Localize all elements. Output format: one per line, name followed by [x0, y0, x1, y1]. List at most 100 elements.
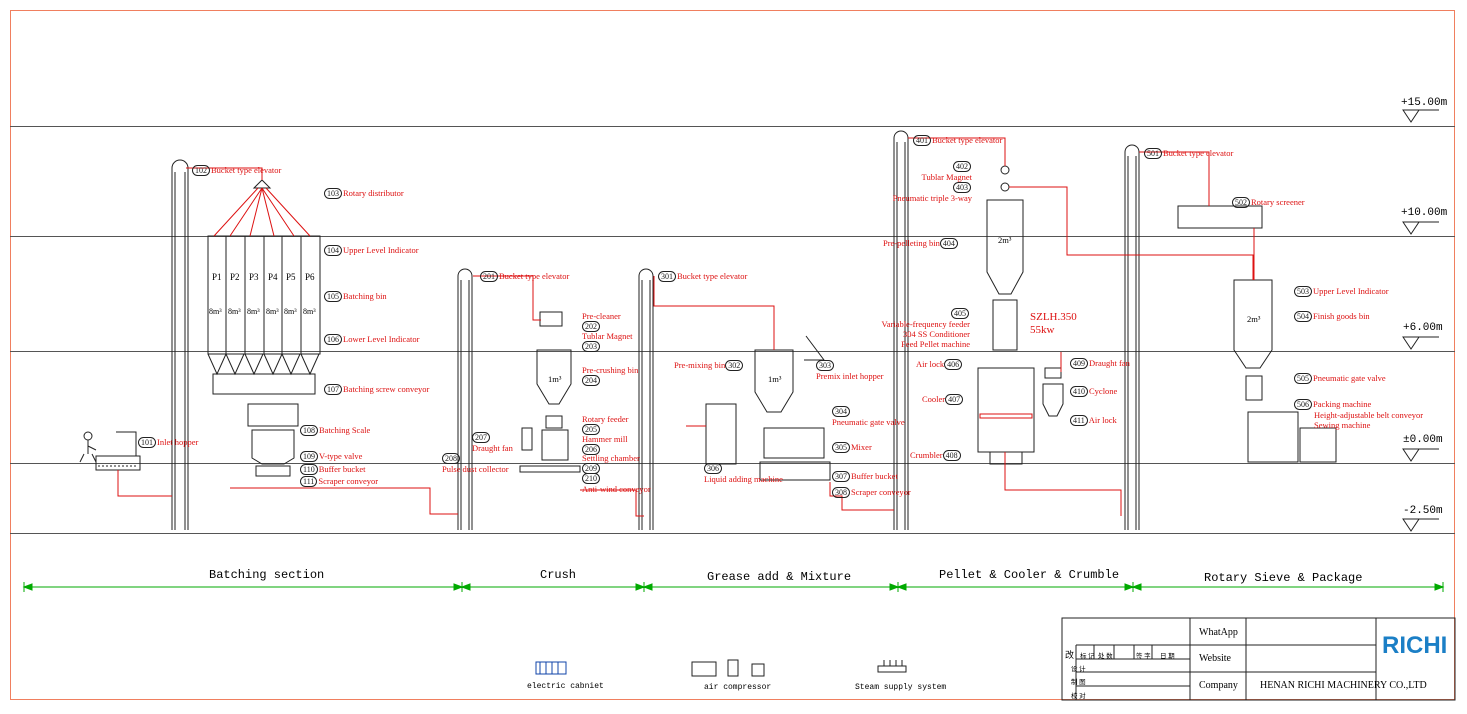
level-label: +10.00m	[1401, 207, 1448, 219]
bin-volume: 8m³	[284, 307, 297, 316]
section-crush: Crush	[540, 568, 577, 582]
level-marker-icon	[1402, 221, 1439, 235]
aux-electric-cabinet: electric cabniet	[527, 682, 604, 691]
bin-label: P6	[305, 272, 315, 282]
richi-logo: RICHI	[1382, 632, 1448, 659]
air-compressor-icon	[691, 659, 765, 677]
level-marker-icon	[1402, 109, 1439, 123]
mix-equipment-icon	[705, 335, 831, 481]
tb-row: 制 图	[1071, 679, 1086, 686]
bin-volume: 2m³	[998, 235, 1012, 245]
pellet-equipment-icon	[977, 165, 1064, 465]
level-line-6	[10, 351, 1455, 352]
section-pellet: Pellet & Cooler & Crumble	[939, 568, 1120, 582]
bin-volume: 1m³	[548, 374, 562, 384]
tb-header: 标 记	[1080, 653, 1095, 660]
bin-volume: 8m³	[209, 307, 222, 316]
level-marker-icon	[1402, 518, 1439, 532]
batching-bins-icon	[207, 235, 321, 477]
tb-rev: 改	[1065, 650, 1075, 660]
bin-volume: 2m³	[1247, 314, 1261, 324]
level-marker-icon	[1402, 448, 1439, 462]
tb-company-value: HENAN RICHI MACHINERY CO.,LTD	[1260, 680, 1427, 691]
aux-air-compressor: air compressor	[704, 683, 772, 692]
drawing-frame	[10, 10, 1455, 700]
level-label: -2.50m	[1403, 505, 1443, 517]
tb-header: 处 数	[1098, 653, 1113, 660]
tb-row: 设 计	[1071, 666, 1086, 673]
bin-label: P5	[286, 272, 296, 282]
level-label: +6.00m	[1403, 322, 1443, 334]
bin-volume: 8m³	[247, 307, 260, 316]
elevator-201-icon	[457, 268, 473, 530]
section-mixture: Grease add & Mixture	[707, 570, 852, 584]
section-dimension-line	[22, 582, 1445, 592]
flow-lines	[117, 137, 1255, 517]
section-package: Rotary Sieve & Package	[1204, 571, 1363, 585]
level-marker-icon	[1402, 336, 1439, 350]
steam-system-icon	[877, 660, 907, 673]
elevator-102-icon	[171, 159, 189, 530]
bin-label: P1	[212, 272, 222, 282]
tb-whatsapp-label: WhatApp	[1199, 627, 1238, 638]
level-line-10	[10, 236, 1455, 237]
title-block-lines	[1061, 617, 1456, 701]
bin-volume: 8m³	[266, 307, 279, 316]
tb-website-label: Website	[1199, 653, 1231, 664]
inlet-hopper-icon	[79, 431, 141, 471]
elevator-501-icon	[1124, 144, 1140, 530]
bin-label: P4	[268, 272, 278, 282]
elevator-401-icon	[893, 130, 909, 530]
level-label: ±0.00m	[1403, 434, 1443, 446]
tb-company-label: Company	[1199, 680, 1238, 691]
bin-volume: 8m³	[303, 307, 316, 316]
section-batching: Batching section	[209, 568, 325, 582]
bin-label: P2	[230, 272, 240, 282]
level-line-15	[10, 126, 1455, 127]
aux-steam-system: Steam supply system	[855, 683, 947, 692]
bin-volume: 1m³	[768, 374, 782, 384]
